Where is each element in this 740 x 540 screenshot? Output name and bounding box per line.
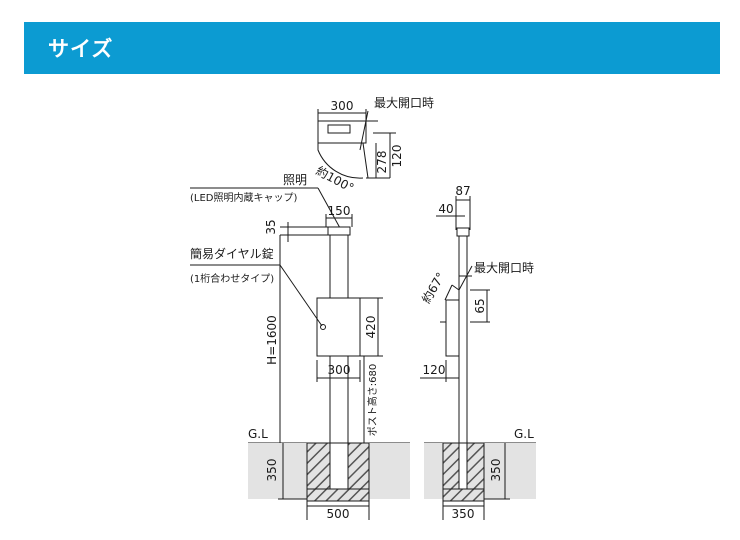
dim-base-depth-right: 350 [489, 459, 503, 482]
dim-height: H=1600 [265, 315, 279, 365]
dim-base-width: 500 [327, 507, 350, 521]
dim-box-height: 420 [364, 316, 378, 339]
label-max-open-top: 最大開口時 [374, 96, 434, 110]
dim-base-width-right: 350 [452, 507, 475, 521]
dim-box-width: 300 [328, 363, 351, 377]
section-header: サイズ [24, 22, 720, 74]
label-lid-angle: 約100° [314, 163, 357, 195]
label-lighting: 照明 [283, 173, 307, 187]
label-gl-left: G.L [248, 427, 268, 441]
dim-base-depth-left: 350 [265, 459, 279, 482]
dim-side-box: 120 [423, 363, 446, 377]
label-max-open-side: 最大開口時 [474, 261, 534, 275]
label-gl-right: G.L [514, 427, 534, 441]
label-lock: 簡易ダイヤル錠 [190, 246, 274, 261]
dim-post-height: ポスト高さ:680 [366, 364, 379, 436]
top-view [317, 109, 396, 179]
label-lock-note: (1桁合わせタイプ) [190, 272, 274, 285]
dim-side-post: 40 [438, 202, 453, 216]
dim-cap-height: 35 [264, 219, 278, 234]
label-side-angle: 約67° [418, 270, 448, 306]
dim-side-total: 87 [455, 184, 470, 198]
dim-cap-width: 150 [328, 204, 351, 218]
section-title: サイズ [48, 37, 114, 61]
side-view [420, 196, 536, 444]
dim-top-outer: 120 [390, 145, 404, 168]
dim-top-width: 300 [331, 99, 354, 113]
label-lighting-note: (LED照明内蔵キャップ) [190, 191, 297, 204]
dim-side-open: 65 [473, 298, 487, 313]
dim-top-depth: 278 [375, 151, 389, 174]
